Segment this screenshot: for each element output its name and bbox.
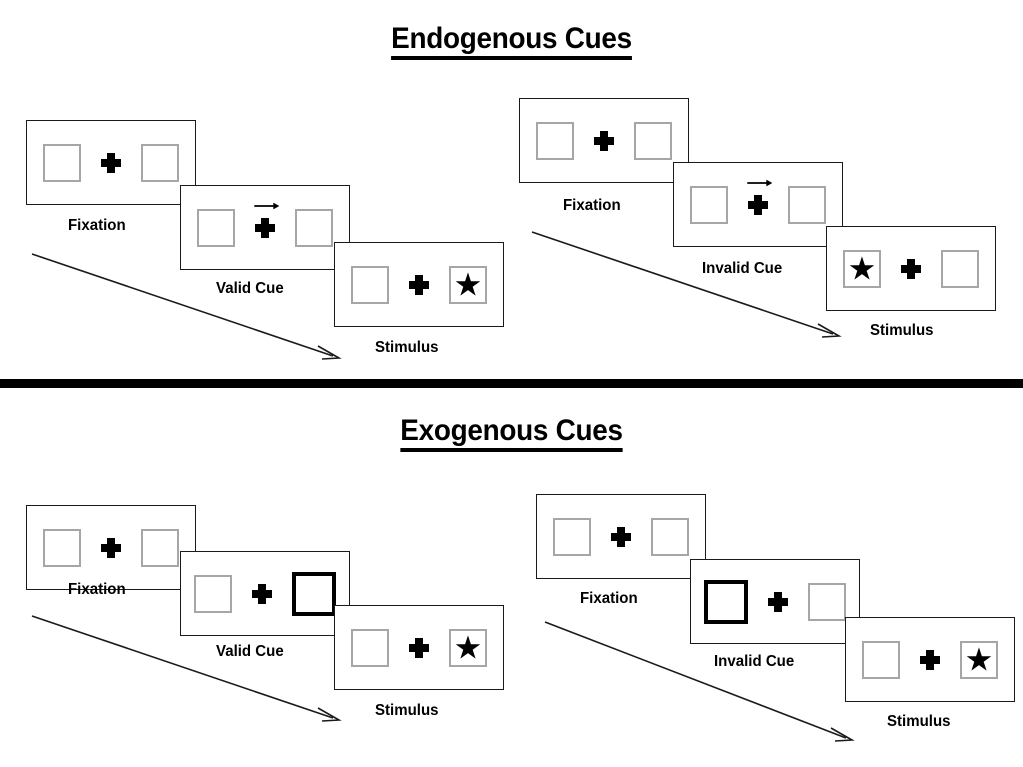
star-icon: ★ (964, 640, 994, 677)
caption-exo-valid-fixation: Fixation (68, 581, 126, 598)
fixation-cross-icon (409, 637, 429, 658)
left-box (690, 185, 728, 224)
caption-exo-invalid-fixation: Fixation (580, 590, 638, 607)
right-box: ★ (449, 628, 487, 667)
progression-arrow-exo-invalid (544, 621, 855, 742)
fixation-cross-icon (920, 649, 940, 670)
fixation-cross-container (409, 637, 429, 658)
right-box: ★ (960, 640, 998, 679)
section-title-exogenous: Exogenous Cues (36, 414, 987, 452)
fixation-cross-icon (409, 274, 429, 295)
stimulus-row (43, 528, 179, 567)
section-title-endogenous: Endogenous Cues (36, 22, 987, 60)
section-title-exogenous-text: Exogenous Cues (400, 415, 623, 452)
left-box (536, 121, 574, 160)
progression-arrow-exo-valid (31, 615, 342, 722)
panel-endo-valid-stimulus: ★ (334, 242, 504, 327)
caption-endo-valid-stimulus: Stimulus (375, 339, 439, 356)
fixation-cross-icon (611, 526, 631, 547)
fixation-cross-icon (768, 591, 788, 612)
left-box (194, 574, 232, 613)
panel-exo-valid-fixation (26, 505, 196, 590)
right-box (808, 582, 846, 621)
fixation-cross-container (252, 583, 272, 604)
fixation-cross-icon (252, 583, 272, 604)
caption-exo-invalid-cue: Invalid Cue (714, 653, 795, 670)
fixation-cross-container (747, 179, 773, 215)
stimulus-row: ★ (351, 265, 487, 304)
stimulus-row (553, 517, 689, 556)
left-box (862, 640, 900, 679)
section-title-endogenous-text: Endogenous Cues (391, 23, 632, 60)
stimulus-row: ★ (351, 628, 487, 667)
left-box (351, 265, 389, 304)
arrow-right-icon (254, 202, 280, 209)
stimulus-row (194, 571, 336, 616)
panel-endo-invalid-stimulus: ★ (826, 226, 996, 311)
fixation-cross-icon (594, 130, 614, 151)
panel-endo-valid-cue (180, 185, 350, 270)
fixation-cross-icon (748, 194, 768, 215)
left-box (553, 517, 591, 556)
fixation-cross-container (409, 274, 429, 295)
left-box: ★ (843, 249, 881, 288)
fixation-cross-container (920, 649, 940, 670)
right-box (941, 249, 979, 288)
right-box (295, 208, 333, 247)
stimulus-row (690, 179, 826, 224)
right-box: ★ (449, 265, 487, 304)
fixation-cross-container (101, 152, 121, 173)
caption-exo-invalid-stimulus: Stimulus (887, 713, 951, 730)
stimulus-row: ★ (843, 249, 979, 288)
caption-exo-valid-stimulus: Stimulus (375, 702, 439, 719)
panel-endo-invalid-fixation (519, 98, 689, 183)
right-box (141, 528, 179, 567)
stimulus-row (704, 579, 846, 624)
fixation-cross-container (768, 591, 788, 612)
progression-arrow-endo-invalid (531, 231, 842, 338)
panel-exo-valid-stimulus: ★ (334, 605, 504, 690)
caption-endo-invalid-cue: Invalid Cue (702, 260, 783, 277)
panel-exo-invalid-fixation (536, 494, 706, 579)
fixation-cross-icon (101, 152, 121, 173)
panel-exo-invalid-stimulus: ★ (845, 617, 1015, 702)
star-icon: ★ (453, 628, 483, 665)
panel-exo-valid-cue (180, 551, 350, 636)
section-divider (0, 379, 1023, 388)
caption-endo-invalid-fixation: Fixation (563, 197, 621, 214)
star-icon: ★ (847, 249, 877, 286)
stimulus-row (197, 202, 333, 247)
right-box (788, 185, 826, 224)
left-box-cue (704, 579, 748, 624)
caption-endo-valid-cue: Valid Cue (216, 280, 284, 297)
right-box (141, 143, 179, 182)
panel-endo-invalid-cue (673, 162, 843, 247)
star-icon: ★ (453, 265, 483, 302)
fixation-cross-icon (255, 217, 275, 238)
caption-endo-valid-fixation: Fixation (68, 217, 126, 234)
caption-endo-invalid-stimulus: Stimulus (870, 322, 934, 339)
panel-exo-invalid-cue (690, 559, 860, 644)
fixation-cross-container (901, 258, 921, 279)
left-box (351, 628, 389, 667)
panel-endo-valid-fixation (26, 120, 196, 205)
caption-exo-valid-cue: Valid Cue (216, 643, 284, 660)
fixation-cross-icon (901, 258, 921, 279)
stimulus-row: ★ (862, 640, 998, 679)
right-box (634, 121, 672, 160)
fixation-cross-container (594, 130, 614, 151)
left-box (197, 208, 235, 247)
fixation-cross-container (611, 526, 631, 547)
stimulus-row (43, 143, 179, 182)
fixation-cross-icon (101, 537, 121, 558)
left-box (43, 528, 81, 567)
arrow-right-icon (747, 179, 773, 186)
right-box (651, 517, 689, 556)
right-box-cue (292, 571, 336, 616)
fixation-cross-container (101, 537, 121, 558)
stimulus-row (536, 121, 672, 160)
left-box (43, 143, 81, 182)
progression-arrow-endo-valid (31, 253, 342, 360)
fixation-cross-container (254, 202, 280, 238)
